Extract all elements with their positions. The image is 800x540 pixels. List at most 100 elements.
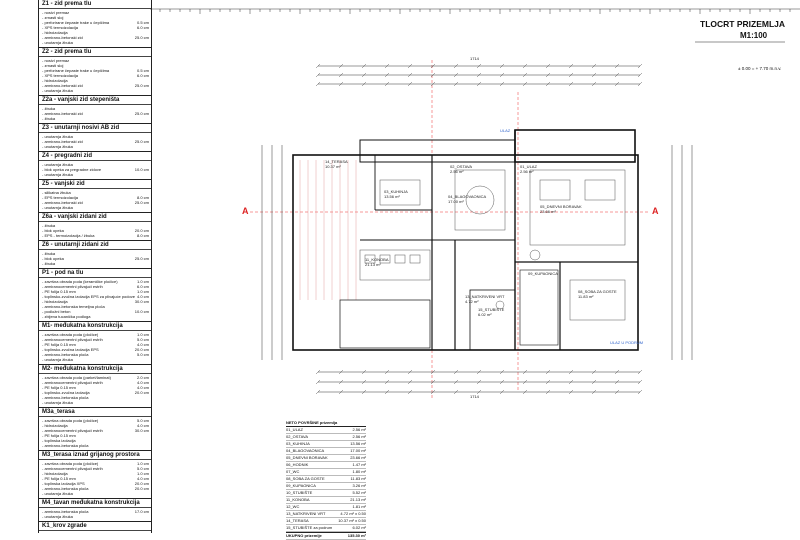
legend-section: Z2a - vanjski zid stepeništa- žbuka- arm… bbox=[39, 96, 151, 124]
legend-row: - žbuka bbox=[42, 251, 56, 256]
dimension-total-top: 1714 bbox=[470, 56, 479, 61]
legend-row: - završna obrada poda (pločice)1.0 cm bbox=[42, 332, 149, 337]
legend-row: - toplinsko-zvučna izolacija EPS za pliv… bbox=[42, 294, 149, 299]
legend-row: - armirano-betonska temeljna ploča bbox=[42, 304, 105, 309]
section-mark-left: A bbox=[242, 206, 249, 216]
legend-section: M3a_terasa- završna obrada poda (pločice… bbox=[39, 408, 151, 451]
section-mark-right: A bbox=[652, 206, 659, 216]
legend-section: M4_tavan međukatna konstrukcija- armiran… bbox=[39, 499, 151, 522]
legend-row: - žbuka bbox=[42, 116, 56, 121]
legend-section: M3_terasa iznad grijanog prostora- završ… bbox=[39, 451, 151, 499]
legend-section-title: Z6a - vanjski zidani zid bbox=[39, 214, 151, 222]
legend-section-title: K1_krov zgrade bbox=[39, 523, 151, 531]
legend-section-title: M2- međukatna konstrukcija bbox=[39, 366, 151, 374]
legend-row: - žbuka bbox=[42, 261, 56, 266]
legend-row: - unutarnja žbuka bbox=[42, 491, 73, 496]
legend-section-title: M4_tavan međukatna konstrukcija bbox=[39, 500, 151, 508]
dimension-total-bottom: 1714 bbox=[470, 394, 479, 399]
legend-section: M2- međukatna konstrukcija- završna obra… bbox=[39, 365, 151, 408]
legend-row: - unutarnja žbuka bbox=[42, 162, 73, 167]
legend-section-title: P1 - pod na tlu bbox=[39, 270, 151, 278]
legend-section-title: Z3 - unutarnji nosivi AB zid bbox=[39, 125, 151, 133]
legend-row: - završna obrada poda (pločice)5.0 cm bbox=[42, 418, 149, 423]
drawing-title: TLOCRT PRIZEMLJA bbox=[700, 19, 785, 29]
legend-section-title: M3a_terasa bbox=[39, 409, 151, 417]
legend-section-title: M3_terasa iznad grijanog prostora bbox=[39, 452, 151, 460]
elevation-reference: ± 0.00 = + 7.70 m.n.v. bbox=[738, 66, 782, 71]
legend-section: Z4 - pregradni zid- unutarnja žbuka- blo… bbox=[39, 152, 151, 180]
legend-section-title: Z2 - zid prema tlu bbox=[39, 49, 151, 57]
legend-section-title: M1- međukatna konstrukcija bbox=[39, 323, 151, 331]
legend-row: - završna obrada poda (pločice)1.0 cm bbox=[42, 461, 149, 466]
area-table-title: NETO POVRŠINE prizemlja bbox=[286, 420, 366, 427]
legend-section: M1- međukatna konstrukcija- završna obra… bbox=[39, 322, 151, 365]
legend-row: - unutarnja žbuka bbox=[42, 400, 73, 405]
legend-row: - završna obrada poda (parket/laminat)2.… bbox=[42, 375, 149, 380]
legend-row: - hidroizolacija bbox=[42, 30, 68, 35]
legend-row: - unutarnja žbuka bbox=[42, 144, 73, 149]
legend-section: P1 - pod na tlu- završna obrada poda (ke… bbox=[39, 269, 151, 322]
legend-row: - toplinska izolacija bbox=[42, 438, 76, 443]
legend-row: - zrnasti sloj bbox=[42, 63, 64, 68]
legend-section-title: Z5 - vanjski zid bbox=[39, 181, 151, 189]
basement-entry-label: ULAZ U PODRUM bbox=[610, 340, 644, 345]
legend-row: - unutarnja žbuka bbox=[42, 357, 73, 362]
legend-row: - unutarnja žbuka bbox=[42, 134, 73, 139]
legend-row: - završna obrada poda (keramičke pločice… bbox=[42, 279, 149, 284]
legend-row: - PE folija 0.15 mm bbox=[42, 433, 76, 438]
legend-section: Z3 - unutarnji nosivi AB zid- unutarnja … bbox=[39, 124, 151, 152]
legend-row: - žbuka bbox=[42, 223, 56, 228]
legend-row: - žbuka bbox=[42, 106, 56, 111]
entry-label: ULAZ bbox=[500, 128, 511, 133]
legend-row: - unutarnja žbuka bbox=[42, 88, 73, 93]
drawing-scale: M1:100 bbox=[740, 31, 768, 40]
legend-row: - zbijena tucanička podloga bbox=[42, 314, 91, 319]
room-kupaonica: 09_KUPAONICA bbox=[528, 271, 558, 276]
legend-row: - unutarnja žbuka bbox=[42, 514, 73, 519]
